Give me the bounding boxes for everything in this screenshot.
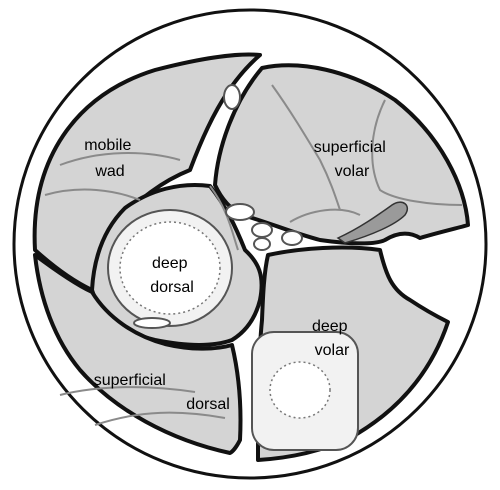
label-deep-volar-line2: volar	[315, 342, 350, 359]
label-deep-dorsal-line2: dorsal	[150, 279, 194, 296]
label-superficial-volar-line2: volar	[335, 163, 370, 180]
label-mobile-wad-line1: mobile	[84, 137, 131, 154]
label-deep-volar-line1: deep	[312, 318, 348, 335]
label-superficial-dorsal-line2: dorsal	[186, 396, 230, 413]
label-deep-dorsal-line1: deep	[152, 255, 188, 272]
label-deep-volar: deep volar	[312, 318, 352, 359]
label-deep-dorsal: deep dorsal	[150, 255, 194, 296]
nerve-bundle	[336, 201, 409, 244]
label-superficial-volar: superficial volar	[314, 139, 390, 180]
ulna-marrow	[269, 361, 331, 419]
label-superficial-dorsal-line1: superficial	[94, 372, 166, 389]
label-mobile-wad: mobile wad	[84, 137, 136, 180]
superficial-dorsal-compartment	[33, 253, 243, 455]
label-superficial-dorsal: superficial dorsal	[94, 372, 230, 413]
label-superficial-volar-line1: superficial	[314, 139, 386, 156]
vessel-ovals	[133, 84, 303, 329]
radius-marrow	[119, 221, 221, 315]
label-mobile-wad-line2: wad	[94, 163, 124, 180]
